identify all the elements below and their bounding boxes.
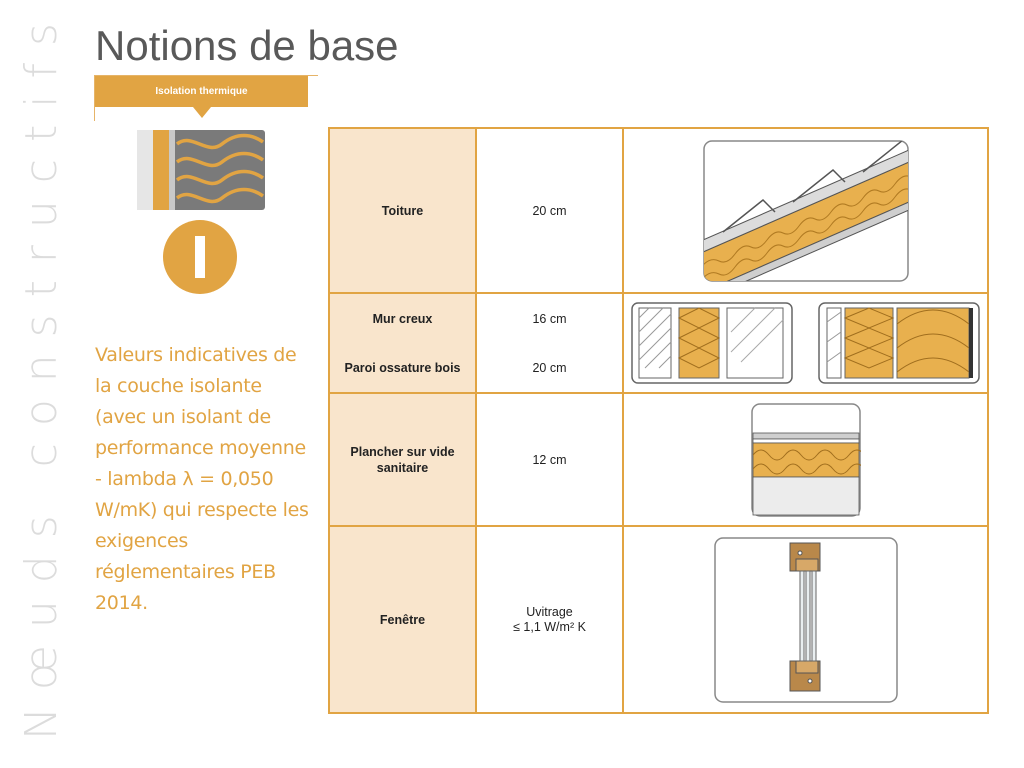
wall-sections-illustration [622, 292, 989, 394]
value-walls: 16 cm 20 cm [475, 292, 624, 394]
title-underline [94, 75, 318, 76]
value-timber-frame-wall: 20 cm [532, 360, 567, 375]
roof-section-illustration [622, 127, 989, 294]
isolation-ribbon: Isolation thermique [95, 76, 308, 107]
label-roof: Toiture [328, 127, 477, 294]
value-floor: 12 cm [475, 392, 624, 527]
side-description: Valeurs indicatives de la couche isolant… [95, 344, 309, 614]
label-walls: Mur creux Paroi ossature bois [328, 292, 477, 394]
value-window: Uvitrage ≤ 1,1 W/m² K [475, 525, 624, 714]
roof-section-icon [702, 139, 909, 282]
table-row-roof: Toiture 20 cm [328, 127, 989, 294]
table-row-walls: Mur creux Paroi ossature bois 16 cm 20 c… [328, 292, 989, 394]
insulation-values-table: Toiture 20 cm Mur creux Paroi ossatu [328, 127, 989, 714]
ribbon-label: Isolation thermique [155, 86, 248, 97]
value-window-label: Uvitrage [526, 604, 573, 619]
window-section-icon [713, 536, 898, 703]
insulation-badge-icon [163, 220, 237, 294]
page-title: Notions de base [95, 22, 399, 69]
title-rule-vertical [94, 75, 95, 121]
label-window: Fenêtre [328, 525, 477, 714]
insulation-swatch-icon [137, 130, 265, 210]
wall-sections-icon [630, 302, 980, 384]
value-cavity-wall: 16 cm [532, 311, 567, 326]
window-section-illustration [622, 525, 989, 714]
value-window-u: ≤ 1,1 W/m² K [513, 619, 586, 634]
label-cavity-wall: Mur creux [372, 311, 433, 326]
side-section-title: Nœuds constructifs [16, 6, 67, 740]
ribbon-arrow-icon [193, 107, 211, 118]
table-row-floor: Plancher sur vide sanitaire 12 cm [328, 392, 989, 527]
table-row-window: Fenêtre Uvitrage ≤ 1,1 W/m² K [328, 525, 989, 714]
label-timber-frame-wall: Paroi ossature bois [344, 360, 461, 375]
floor-section-icon [750, 402, 861, 517]
value-roof: 20 cm [475, 127, 624, 294]
floor-section-illustration [622, 392, 989, 527]
label-floor: Plancher sur vide sanitaire [328, 392, 477, 527]
